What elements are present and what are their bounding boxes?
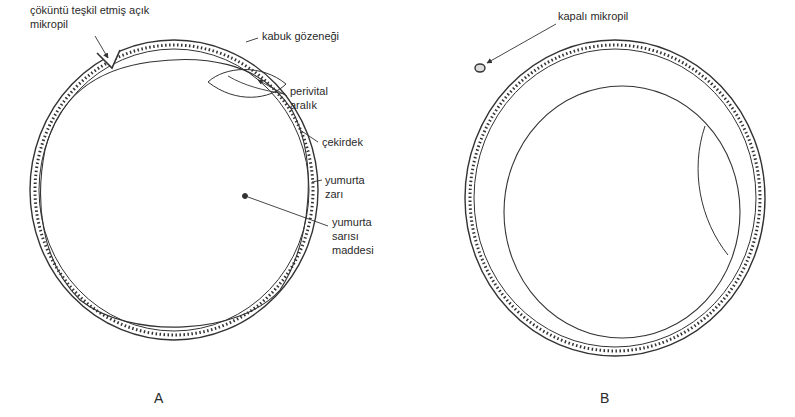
egg-a — [30, 40, 318, 340]
shell-inner — [39, 49, 309, 331]
part-label: perivital aralık — [290, 85, 350, 113]
shell-inner — [474, 49, 756, 347]
nucleus-line — [698, 126, 728, 255]
leader-line — [246, 38, 258, 42]
shell-outer — [30, 40, 318, 340]
leader-line — [248, 197, 328, 226]
leader-line — [312, 180, 322, 182]
leader-line — [487, 24, 556, 63]
part-label: yumurta zarı — [325, 174, 381, 202]
leader-line — [258, 80, 287, 96]
leader-line — [300, 130, 318, 142]
leader-line — [95, 36, 108, 58]
yolk-point — [243, 194, 248, 199]
egg-b — [465, 40, 765, 356]
nucleus — [208, 70, 286, 98]
part-label: kapalı mikropil — [558, 10, 678, 24]
nucleus-line — [228, 76, 285, 94]
yolk-membrane — [41, 59, 309, 327]
part-label: çöküntü teşkil etmiş açık mikropil — [30, 4, 160, 32]
part-label: çekirdek — [322, 136, 392, 150]
part-label: yumurta sarısı maddesi — [332, 216, 396, 257]
shell-hatch — [35, 45, 313, 335]
part-label: B — [600, 390, 630, 408]
yolk-membrane — [504, 86, 740, 338]
egg-a-leaders — [95, 36, 328, 226]
shell-outer — [465, 40, 765, 356]
part-label: A — [154, 390, 184, 408]
closed-micropyle — [475, 64, 485, 72]
part-label: kabuk gözeneği — [262, 30, 352, 44]
shell-hatch — [470, 45, 760, 351]
open-micropyle — [97, 50, 120, 68]
